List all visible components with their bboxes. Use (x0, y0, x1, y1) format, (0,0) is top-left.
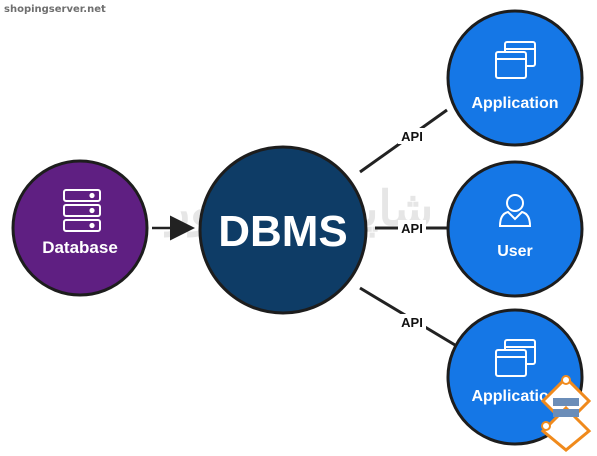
user-icon (498, 194, 532, 227)
watermark-logo-icon (540, 375, 592, 452)
api-label-bottom: API (401, 315, 423, 330)
application-top-node: Application (446, 9, 584, 147)
server-stack-icon (63, 189, 101, 232)
api-label-middle: API (401, 221, 423, 236)
api-label-top: API (401, 129, 423, 144)
user-node: User (446, 160, 584, 298)
application-top-label: Application (471, 95, 558, 112)
application-bottom-label: Application (471, 388, 558, 405)
user-label: User (497, 243, 533, 260)
database-label: Database (42, 238, 118, 257)
application-bottom-node: Application (446, 308, 584, 446)
dbms-node: DBMS (198, 145, 368, 315)
windows-icon (495, 339, 536, 377)
database-node: Database (11, 159, 149, 297)
windows-icon (495, 41, 536, 79)
watermark-url: shopingserver.net (4, 4, 106, 15)
dbms-label: DBMS (218, 207, 348, 256)
